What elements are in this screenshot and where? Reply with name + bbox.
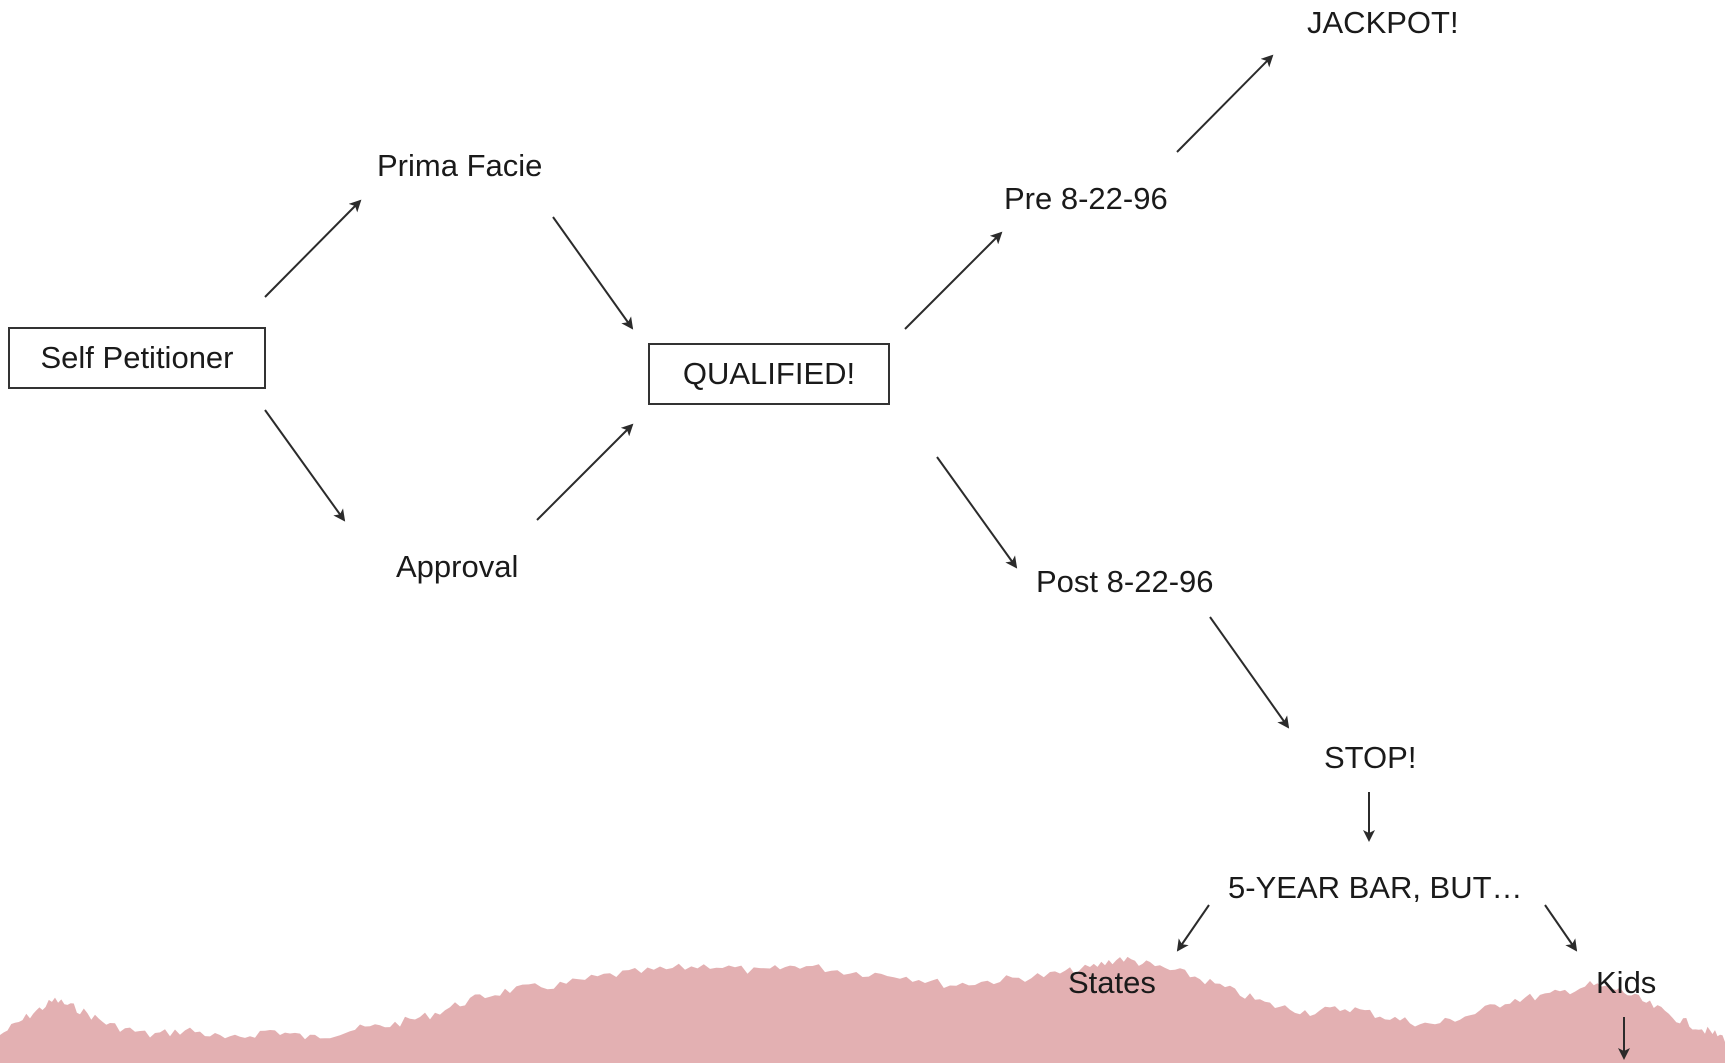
jackpot-label: JACKPOT!	[1307, 5, 1459, 40]
arrow-qualified-to-pre-date	[904, 231, 1003, 330]
arrow-self-petitioner-to-prima-facie	[264, 199, 362, 298]
states-label: States	[1068, 965, 1156, 1000]
arrow-approval-to-qualified	[536, 423, 634, 521]
arrow-prima-facie-to-qualified	[552, 216, 634, 330]
arrow-qualified-to-post-date	[936, 456, 1018, 569]
self-petitioner-box: Self Petitioner	[8, 327, 266, 389]
five-year-bar-label: 5-YEAR BAR, BUT…	[1228, 870, 1523, 905]
pre-date-label: Pre 8-22-96	[1004, 181, 1168, 216]
qualified-label: QUALIFIED!	[682, 356, 856, 391]
terrain-silhouette	[0, 956, 1725, 1063]
prima-facie-label: Prima Facie	[377, 148, 543, 183]
arrow-post-date-to-stop	[1209, 616, 1290, 729]
qualified-box: QUALIFIED!	[648, 343, 890, 405]
post-date-label: Post 8-22-96	[1036, 564, 1214, 599]
kids-label: Kids	[1596, 965, 1657, 1000]
approval-label: Approval	[396, 549, 519, 584]
arrow-pre-date-to-jackpot	[1176, 54, 1274, 153]
arrow-five-year-bar-to-states	[1176, 904, 1210, 952]
arrow-five-year-bar-to-kids	[1544, 904, 1578, 952]
self-petitioner-label: Self Petitioner	[40, 340, 234, 375]
stop-label: STOP!	[1324, 740, 1417, 775]
arrow-self-petitioner-to-approval	[264, 409, 346, 522]
